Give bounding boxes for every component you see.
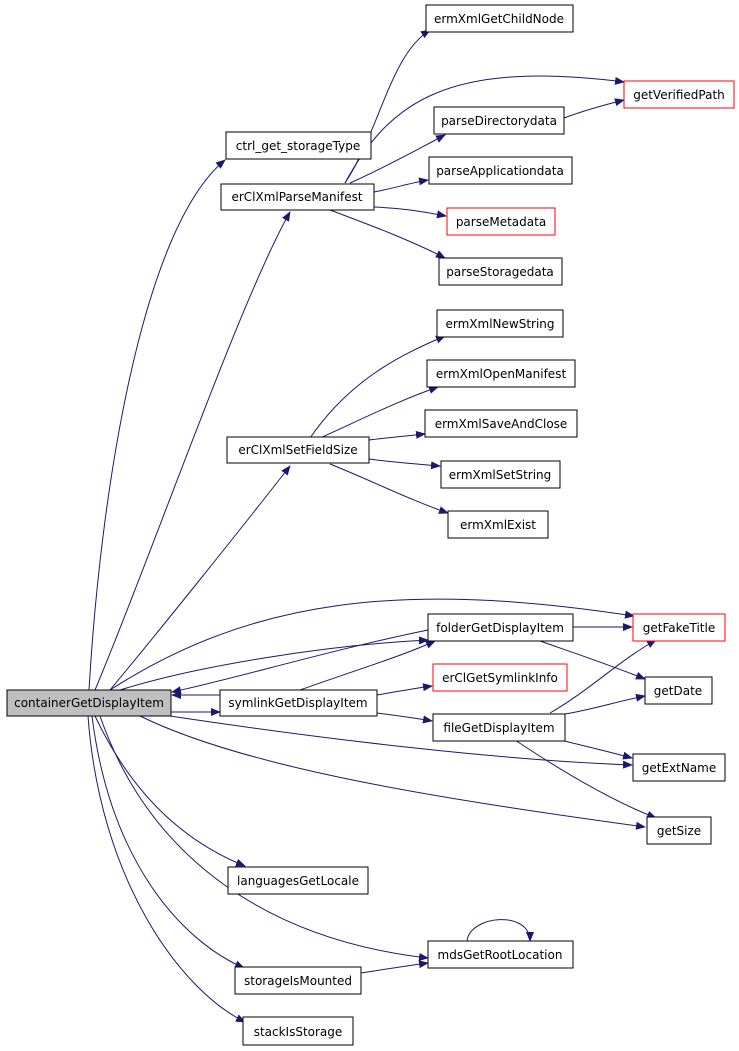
- edge-mdsgetrootlocation-self-loop: [466, 919, 534, 942]
- node-parsestoragedata[interactable]: parseStoragedata: [438, 257, 563, 286]
- edge-container-to-getsize: [139, 715, 646, 830]
- node-erclxmlsetfieldsize[interactable]: erClXmlSetFieldSize: [226, 436, 370, 464]
- edge-setfieldsize-to-ermxmlexist: [329, 463, 449, 514]
- node-getfaketitle[interactable]: getFakeTitle: [632, 613, 726, 642]
- node-label: ermXmlGetChildNode: [434, 12, 564, 26]
- node-ermxmlexist[interactable]: ermXmlExist: [447, 510, 549, 539]
- node-getverifiedpath[interactable]: getVerifiedPath: [623, 80, 735, 109]
- node-label: ermXmlExist: [460, 518, 536, 532]
- edge-container-to-languagesgetlocale: [94, 715, 246, 867]
- edge-parsedirectorydata-to-getverifiedpath: [563, 98, 625, 119]
- edge-parsemanifest-to-ermxmlgetchildnode: [344, 29, 431, 184]
- edge-container-to-foldergetdisplayitem: [119, 636, 429, 691]
- node-stackisstorage[interactable]: stackIsStorage: [242, 1016, 354, 1046]
- edge-file-to-getfaketitle: [549, 639, 657, 714]
- node-ermxmlnewstring[interactable]: ermXmlNewString: [436, 309, 564, 338]
- edge-parsemanifest-to-parsestoragedata: [329, 209, 446, 259]
- node-mdsgetrootlocation[interactable]: mdsGetRootLocation: [427, 940, 574, 969]
- node-label: parseDirectorydata: [441, 114, 557, 128]
- node-languagesgetlocale[interactable]: languagesGetLocale: [227, 866, 369, 895]
- node-label: getExtName: [642, 761, 717, 775]
- node-parsedirectorydata[interactable]: parseDirectorydata: [433, 106, 565, 135]
- node-foldergetdisplayitem[interactable]: folderGetDisplayItem: [427, 613, 574, 642]
- edge-symlink-to-erclgetsymlinkinfo: [376, 683, 433, 696]
- node-label: getVerifiedPath: [633, 88, 725, 102]
- node-label: erClXmlSetFieldSize: [238, 443, 357, 457]
- edge-container-to-storageismounted: [91, 715, 245, 969]
- nodes: containerGetDisplayItem ctrl_get_storage…: [6, 4, 735, 1046]
- edge-symlink-to-foldergetdisplayitem: [299, 640, 436, 691]
- node-label: ermXmlSaveAndClose: [435, 417, 568, 431]
- node-label: mdsGetRootLocation: [438, 948, 563, 962]
- node-ermxmlopenmanifest[interactable]: ermXmlOpenManifest: [426, 359, 576, 388]
- node-containergetdisplayitem[interactable]: containerGetDisplayItem: [6, 689, 172, 717]
- node-label: parseStoragedata: [446, 265, 554, 279]
- edge-parsemanifest-to-parsemetadata: [373, 206, 447, 219]
- edge-folder-to-container: [171, 629, 429, 695]
- node-label: ermXmlSetString: [449, 468, 552, 482]
- edge-parsemanifest-to-parseapplicationdata: [373, 177, 429, 193]
- edge-container-to-erclxmlparsemanifest: [94, 211, 291, 691]
- edge-folder-to-getdate: [539, 640, 646, 680]
- node-symlinkgetdisplayitem[interactable]: symlinkGetDisplayItem: [219, 689, 378, 717]
- edge-file-to-getextname: [559, 739, 633, 760]
- edge-setfieldsize-to-ermxmlsetstring: [368, 458, 441, 470]
- edge-parsemanifest-to-parsedirectorydata: [349, 134, 446, 184]
- node-ermxmlsaveandclose[interactable]: ermXmlSaveAndClose: [424, 409, 578, 438]
- node-label: getSize: [657, 824, 701, 838]
- edge-container-to-getfaketitle: [109, 598, 635, 691]
- node-label: erClGetSymlinkInfo: [442, 671, 558, 685]
- node-ermxmlsetstring[interactable]: ermXmlSetString: [440, 460, 561, 489]
- node-label: containerGetDisplayItem: [14, 696, 164, 710]
- node-label: languagesGetLocale: [237, 874, 359, 888]
- edge-container-to-ctrl-get-storagetype: [88, 159, 226, 691]
- node-getsize[interactable]: getSize: [646, 816, 712, 845]
- node-label: storageIsMounted: [244, 974, 352, 988]
- node-ermxmlgetchildnode[interactable]: ermXmlGetChildNode: [425, 4, 574, 33]
- node-label: parseApplicationdata: [436, 164, 564, 178]
- node-filegetdisplayitem[interactable]: fileGetDisplayItem: [432, 713, 566, 742]
- node-label: parseMetadata: [456, 215, 546, 229]
- edge-setfieldsize-to-ermxmlsaveandclose: [368, 430, 426, 441]
- node-label: fileGetDisplayItem: [443, 721, 554, 735]
- node-getdate[interactable]: getDate: [644, 676, 713, 705]
- node-label: ctrl_get_storageType: [236, 139, 360, 153]
- edge-file-to-getdate: [564, 693, 646, 715]
- edge-symlink-to-filegetdisplayitem: [376, 712, 433, 724]
- node-label: getDate: [654, 684, 702, 698]
- edge-storageismounted-to-mdsgetrootlocation: [360, 960, 429, 974]
- node-storageismounted[interactable]: storageIsMounted: [234, 966, 362, 995]
- node-label: symlinkGetDisplayItem: [228, 696, 367, 710]
- node-label: ermXmlOpenManifest: [436, 367, 567, 381]
- node-ctrl-get-storagetype[interactable]: ctrl_get_storageType: [225, 131, 372, 160]
- edges: [87, 29, 657, 1023]
- node-parsemetadata[interactable]: parseMetadata: [446, 207, 556, 236]
- edge-setfieldsize-to-ermxmlopenmanifest: [319, 386, 439, 439]
- edge-container-to-getextname: [169, 715, 633, 769]
- edge-container-to-mdsgetrootlocation: [99, 715, 429, 961]
- node-parseapplicationdata[interactable]: parseApplicationdata: [428, 156, 573, 185]
- edge-container-to-erclxmlsetfieldsize: [109, 465, 291, 691]
- node-label: getFakeTitle: [643, 621, 715, 635]
- node-label: folderGetDisplayItem: [436, 621, 564, 635]
- node-label: stackIsStorage: [254, 1025, 343, 1039]
- node-erclxmlparsemanifest[interactable]: erClXmlParseManifest: [220, 183, 375, 211]
- edge-setfieldsize-to-ermxmlnewstring: [309, 335, 446, 439]
- edge-container-to-stackisstorage: [87, 715, 246, 1023]
- node-erclgetsymlinkinfo[interactable]: erClGetSymlinkInfo: [432, 663, 568, 692]
- edge-file-to-getsize: [514, 739, 657, 819]
- node-label: erClXmlParseManifest: [231, 190, 362, 204]
- node-label: ermXmlNewString: [445, 317, 554, 331]
- node-getextname[interactable]: getExtName: [632, 753, 726, 782]
